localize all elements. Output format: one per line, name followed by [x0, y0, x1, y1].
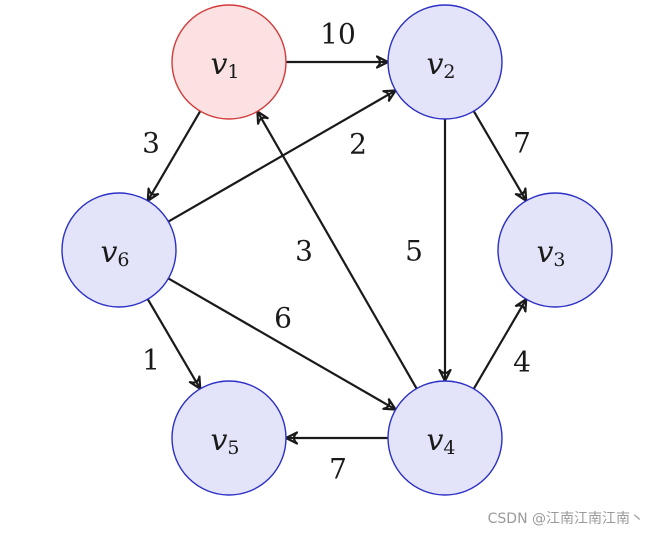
node-label-base: v	[100, 235, 117, 270]
edge-v6-v2	[167, 91, 394, 223]
node-label-base: v	[426, 423, 443, 458]
watermark-text: CSDN @江南江南江南丶	[487, 511, 644, 527]
node-label-v4: v4	[426, 423, 455, 460]
node-label-subscript: 5	[227, 437, 239, 459]
node-label-subscript: 1	[227, 61, 239, 83]
edge-v2-v3	[472, 110, 526, 200]
node-label-v6: v6	[100, 235, 129, 272]
node-v2: v2	[387, 4, 503, 120]
edge-weight-v4-v5: 7	[329, 453, 347, 486]
node-label-v5: v5	[210, 423, 239, 460]
node-circle-v4	[387, 380, 503, 496]
edge-v4-v3	[472, 300, 526, 390]
node-circle-v3	[497, 192, 613, 308]
edge-v4-v1	[258, 112, 418, 390]
node-label-base: v	[210, 423, 227, 458]
edge-v6-v5	[146, 298, 200, 388]
edge-v1-v6	[148, 110, 202, 200]
node-circle-v5	[171, 380, 287, 496]
node-v1: v1	[171, 4, 287, 120]
node-v3: v3	[497, 192, 613, 308]
node-label-base: v	[536, 235, 553, 270]
node-v6: v6	[61, 192, 177, 308]
node-label-base: v	[210, 47, 227, 82]
edge-weight-v4-v1: 3	[295, 235, 313, 268]
node-label-subscript: 3	[553, 249, 565, 271]
node-v4: v4	[387, 380, 503, 496]
node-circle-v2	[387, 4, 503, 120]
edge-weight-v6-v2: 2	[349, 128, 367, 161]
node-label-subscript: 4	[443, 437, 455, 459]
node-label-v1: v1	[210, 47, 239, 84]
node-label-subscript: 6	[117, 249, 129, 271]
edge-weight-v6-v5: 1	[142, 344, 160, 377]
edge-weight-v2-v4: 5	[405, 235, 423, 268]
edge-weight-v1-v6: 3	[142, 127, 160, 160]
node-v5: v5	[171, 380, 287, 496]
node-label-v3: v3	[536, 235, 565, 272]
node-circle-v6	[61, 192, 177, 308]
edge-v6-v4	[167, 277, 394, 409]
node-circle-v1	[171, 4, 287, 120]
edge-weight-v6-v4: 6	[274, 302, 292, 335]
node-label-v2: v2	[426, 47, 455, 84]
edge-weight-v4-v3: 4	[513, 346, 531, 379]
edge-weight-v1-v2: 10	[320, 18, 356, 51]
edge-weight-v2-v3: 7	[513, 127, 531, 160]
node-label-base: v	[426, 47, 443, 82]
node-label-subscript: 2	[443, 61, 455, 83]
